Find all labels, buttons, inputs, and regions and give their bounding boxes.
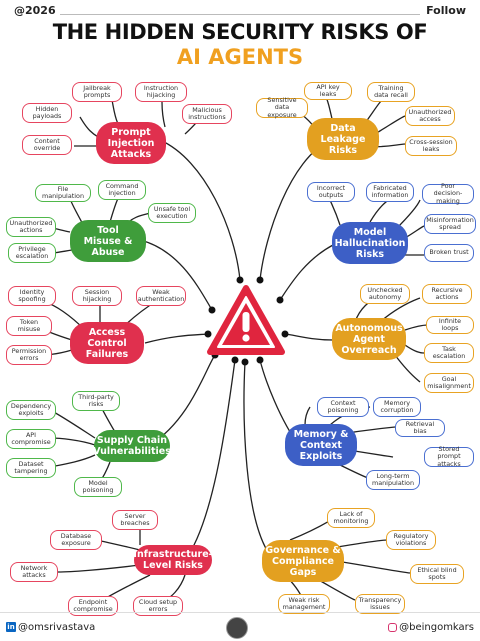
item-instruction-hijacking: Instruction hijacking xyxy=(135,82,187,102)
item-server-breaches: Server breaches xyxy=(112,510,158,530)
item-database-exposure: Database exposure xyxy=(50,530,102,550)
item-cross-session-leaks: Cross-session leaks xyxy=(405,136,457,156)
footer-linkedin[interactable]: in@omsrivastava xyxy=(6,622,95,633)
item-context-poisoning: Context poisoning xyxy=(317,397,369,417)
item-identity-spoofing: Identity spoofing xyxy=(8,286,56,306)
item-weak-authentication: Weak authentication xyxy=(136,286,186,306)
item-hidden-payloads: Hidden payloads xyxy=(22,103,72,123)
item-model-poisoning: Model poisoning xyxy=(74,477,122,497)
top-bar: @2026 Follow xyxy=(0,0,480,22)
footer-right-handle: @beingomkars xyxy=(399,622,474,633)
item-network-attacks: Network attacks xyxy=(10,562,58,582)
item-memory-corruption: Memory corruption xyxy=(373,397,421,417)
item-unsafe-tool-execution: Unsafe tool execution xyxy=(148,203,196,223)
title-line-1: THE HIDDEN SECURITY RISKS OF xyxy=(52,20,428,44)
footer: in@omsrivastava @beingomkars xyxy=(0,612,480,641)
item-infinite-loops: Infinite loops xyxy=(426,316,474,334)
item-session-hijacking: Session hijacking xyxy=(72,286,122,306)
item-unchecked-autonomy: Unchecked autonomy xyxy=(360,284,410,304)
item-file-manipulation: File manipulation xyxy=(35,184,91,202)
item-long-term-manipulation: Long-term manipulation xyxy=(366,470,420,490)
item-dataset-tampering: Dataset tampering xyxy=(6,458,56,478)
item-unauthorized-access: Unauthorized access xyxy=(405,106,455,126)
footer-left-handle: @omsrivastava xyxy=(18,622,96,633)
item-sensitive-data-exposure: Sensitive data exposure xyxy=(256,96,308,119)
instagram-icon xyxy=(388,622,398,632)
item-dependency-exploits: Dependency exploits xyxy=(6,400,56,420)
item-stored-prompt-attacks: Stored prompt attacks xyxy=(424,445,474,468)
item-weak-risk-management: Weak risk management xyxy=(278,594,330,614)
item-goal-misalignment: Goal misalignment xyxy=(424,373,474,393)
footer-instagram[interactable]: @beingomkars xyxy=(388,622,474,633)
item-incorrect-outputs: Incorrect outputs xyxy=(307,182,355,202)
item-poor-decision-making: Poor decision-making xyxy=(422,182,474,205)
item-token-misuse: Token misuse xyxy=(6,316,52,336)
item-regulatory-violations: Regulatory violations xyxy=(386,530,436,550)
item-lack-of-monitoring: Lack of monitoring xyxy=(327,508,375,528)
item-content-override: Content override xyxy=(22,135,72,155)
avatar xyxy=(226,617,248,639)
item-task-escalation: Task escalation xyxy=(424,343,474,363)
group-infrastructure[interactable]: Infrastructure-Level Risks xyxy=(133,545,213,575)
item-broken-trust: Broken trust xyxy=(424,244,474,262)
item-retrieval-bias: Retrieval bias xyxy=(395,419,445,437)
item-endpoint-compromise: Endpoint compromise xyxy=(68,596,118,616)
item-cloud-setup-errors: Cloud setup errors xyxy=(133,596,183,616)
item-command-injection: Command injection xyxy=(98,180,146,200)
top-handle: @2026 xyxy=(14,4,56,17)
follow-link[interactable]: Follow xyxy=(426,4,466,17)
title-line-2: AI AGENTS xyxy=(176,45,304,69)
item-api-key-leaks: API key leaks xyxy=(304,82,352,100)
item-api-compromise: API compromise xyxy=(6,429,56,449)
item-training-data-recall: Training data recall xyxy=(367,82,415,102)
item-fabricated-information: Fabricated information xyxy=(366,182,414,202)
linkedin-icon: in xyxy=(6,622,16,632)
item-permission-errors: Permission errors xyxy=(6,345,52,365)
item-third-party-risks: Third-party risks xyxy=(72,391,120,411)
item-privilege-escalation: Privilege escalation xyxy=(8,243,56,263)
item-misinformation-spread: Misinformation spread xyxy=(424,214,476,234)
item-recursive-actions: Recursive actions xyxy=(422,284,472,304)
warning-triangle-icon xyxy=(207,285,285,355)
item-transparency-issues: Transparency issues xyxy=(355,594,405,614)
item-malicious-instructions: Malicious instructions xyxy=(182,104,232,124)
item-ethical-blind-spots: Ethical blind spots xyxy=(410,564,464,584)
item-jailbreak-prompts: Jailbreak prompts xyxy=(72,82,122,102)
top-divider xyxy=(60,14,420,15)
item-unauthorized-actions: Unauthorized actions xyxy=(6,217,56,237)
